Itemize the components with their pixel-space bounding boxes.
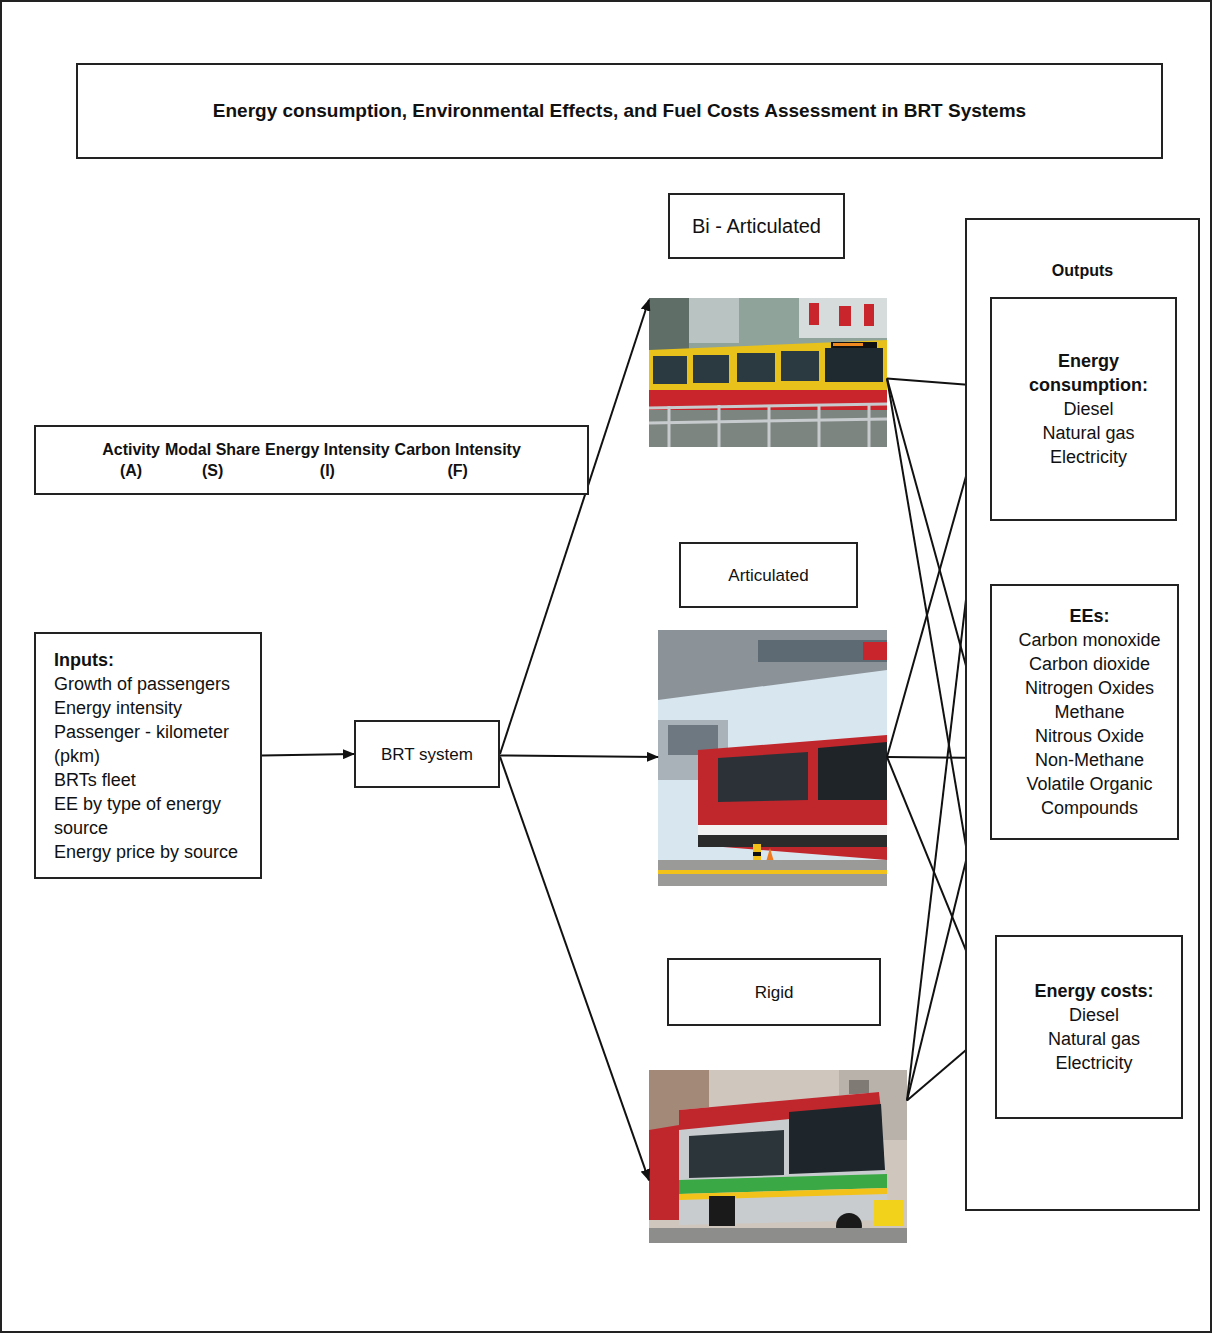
outputs-panel: OutputsEnergy consumption:DieselNatural … (965, 218, 1200, 1211)
box-heading: EEs: (1010, 604, 1169, 628)
factor-symbol: (F) (395, 460, 521, 481)
list-item: Non-Methane Volatile Organic Compounds (1010, 748, 1169, 820)
list-item: EE by type of energy source (54, 792, 256, 840)
bus-label: Articulated (728, 564, 808, 587)
panel-heading: Outputs (967, 260, 1198, 281)
factor-name: Activity (102, 439, 160, 460)
bus-photo (649, 1070, 907, 1243)
process-label: BRT system (381, 743, 473, 766)
title-text: Energy consumption, Environmental Effect… (213, 100, 1026, 122)
factor-name: Energy Intensity (265, 439, 389, 460)
list-item: Carbon monoxide (1010, 628, 1169, 652)
list-item: BRTs fleet (54, 768, 256, 792)
list-box: Inputs:Growth of passengersEnergy intens… (34, 632, 262, 879)
bus-type-node: Bi - Articulated (649, 193, 887, 447)
list-box: Energy consumption:DieselNatural gasElec… (990, 297, 1177, 521)
list-item: Nitrogen Oxides (1010, 676, 1169, 700)
bus-label-box: Articulated (679, 542, 858, 608)
process-box: BRT system (354, 720, 500, 788)
list-item: Electricity (1010, 445, 1167, 469)
bus-label: Rigid (755, 981, 794, 1004)
factor-symbol: (I) (265, 460, 389, 481)
list-box: Energy costs:DieselNatural gasElectricit… (995, 935, 1183, 1119)
arrow-connector (262, 754, 354, 756)
bus-type-node: Rigid (649, 958, 907, 1243)
box-heading: Energy consumption: (1010, 349, 1167, 397)
title-box: Energy consumption, Environmental Effect… (76, 63, 1163, 159)
bus-label-box: Bi - Articulated (668, 193, 845, 259)
list-item: Natural gas (1010, 421, 1167, 445)
box-heading: Energy costs: (1015, 979, 1173, 1003)
factor-box: Activity(A)Modal Share(S)Energy Intensit… (34, 425, 589, 495)
factor-column: Modal Share(S) (165, 439, 260, 481)
bus-photo (649, 298, 887, 447)
bus-type-node: Articulated (658, 542, 887, 886)
list-item: Energy price by source (54, 840, 256, 864)
list-item: Growth of passengers (54, 672, 256, 696)
box-heading: Inputs: (54, 648, 256, 672)
factor-symbol: (A) (102, 460, 160, 481)
factor-column: Energy Intensity(I) (265, 439, 389, 481)
factor-name: Modal Share (165, 439, 260, 460)
list-item: Passenger - kilometer (pkm) (54, 720, 256, 768)
factor-column: Carbon Intensity(F) (395, 439, 521, 481)
bus-photo (658, 630, 887, 886)
list-item: Natural gas (1015, 1027, 1173, 1051)
factor-name: Carbon Intensity (395, 439, 521, 460)
arrow-connector (500, 300, 649, 754)
list-item: Carbon dioxide (1010, 652, 1169, 676)
arrow-connector (500, 755, 658, 757)
list-item: Methane (1010, 700, 1169, 724)
bus-label: Bi - Articulated (692, 213, 821, 240)
arrow-connector (500, 757, 649, 1181)
list-item: Diesel (1015, 1003, 1173, 1027)
list-item: Diesel (1010, 397, 1167, 421)
factor-column: Activity(A) (102, 439, 160, 481)
bus-label-box: Rigid (667, 958, 881, 1026)
list-box: EEs:Carbon monoxideCarbon dioxideNitroge… (990, 584, 1179, 840)
list-item: Nitrous Oxide (1010, 724, 1169, 748)
factor-symbol: (S) (165, 460, 260, 481)
list-item: Electricity (1015, 1051, 1173, 1075)
list-item: Energy intensity (54, 696, 256, 720)
